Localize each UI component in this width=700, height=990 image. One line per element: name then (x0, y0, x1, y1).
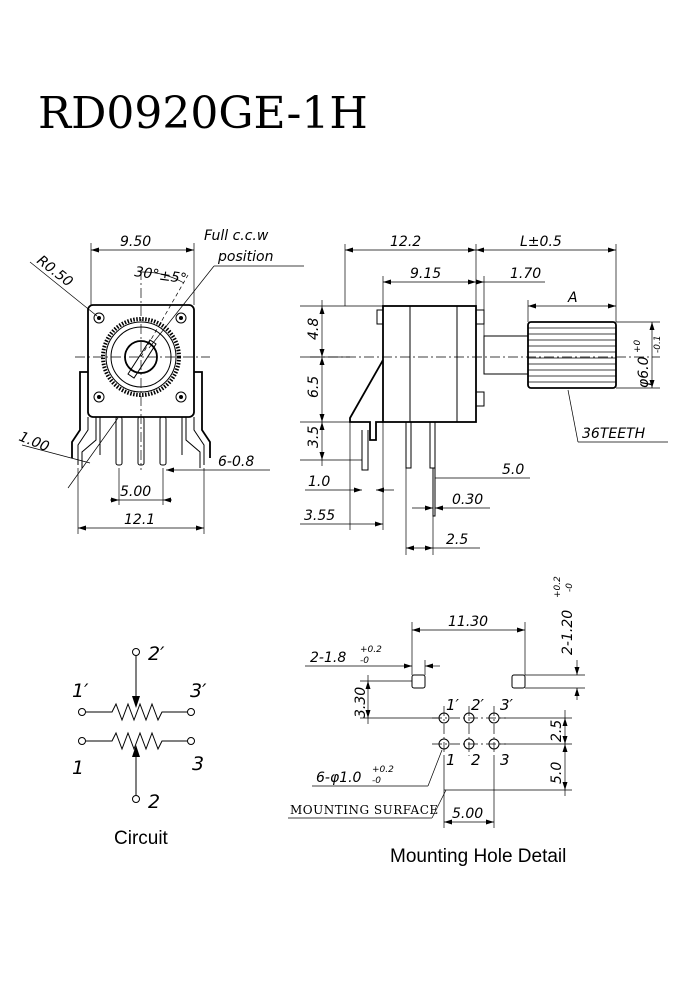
note-ccw-line2: position (217, 249, 273, 265)
dim-mount-holes-tol-minus: -0 (372, 776, 381, 786)
dim-mount-offset: 3.30 (353, 687, 369, 718)
dim-side-knurl: A (567, 290, 578, 306)
dim-mount-slot: 2-1.8 (310, 650, 346, 666)
part-number-title: RD0920GE-1H (38, 88, 368, 139)
circuit-pin-3: 3 (192, 753, 204, 775)
mount-label-1: 1 (446, 751, 456, 769)
dim-mount-slot-width: 2-1.20 (560, 610, 576, 655)
dim-side-height-bottom: 3.5 (306, 426, 322, 448)
circuit-pin-1-prime: 1′ (72, 680, 89, 702)
dim-mount-holes-tol-plus: +0.2 (372, 765, 394, 775)
note-ccw-line1: Full c.c.w (204, 228, 269, 244)
dim-side-pin-len: 5.0 (502, 462, 524, 478)
dim-side-pin-offset: 2.5 (446, 532, 468, 548)
dim-mount-slot-width-tol-minus: -0 (565, 583, 575, 592)
dim-side-shaft-dia-tol-plus: +0 (633, 339, 643, 353)
dim-side-lead-thickness: 1.0 (308, 474, 330, 490)
circuit-pin-3-prime: 3′ (190, 680, 207, 702)
dim-side-shoulder: 1.70 (510, 266, 541, 282)
dim-front-angle: 30°±5° (133, 264, 187, 287)
knurl-teeth (528, 327, 616, 383)
dim-side-shaft-dia-tol-minus: -0.1 (653, 335, 663, 353)
mounting-caption: Mounting Hole Detail (390, 846, 566, 867)
dim-front-overall-width: 12.1 (124, 512, 155, 528)
dim-front-width-top: 9.50 (120, 234, 151, 250)
mounting-hole-detail: 11.30 2-1.8 +0.2 -0 2-1.20 +0.2 -0 3.30 (288, 576, 585, 867)
dim-side-pin-thick: 0.30 (452, 492, 483, 508)
dim-side-bracket-depth: 3.55 (304, 508, 335, 524)
dim-side-shaft-length: L±0.5 (520, 234, 562, 250)
mount-label-2-prime: 2′ (471, 696, 485, 714)
mount-label-3-prime: 3′ (500, 696, 514, 714)
dim-side-height-mid: 6.5 (306, 376, 322, 398)
dim-mount-pin-pitch-v: 5.0 (549, 762, 565, 784)
dim-mount-row-gap: 2.5 (549, 720, 565, 742)
dim-front-pins: 6-0.8 (218, 454, 254, 470)
dim-side-body-length: 12.2 (390, 234, 421, 250)
circuit-diagram: 2′ 1′ 3′ 1 3 2 Circuit (72, 643, 207, 849)
dim-mount-slot-tol-plus: +0.2 (360, 645, 382, 655)
dim-side-height-top: 4.8 (306, 318, 322, 340)
side-view: 12.2 L±0.5 9.15 1.70 A 4.8 6.5 3.5 (300, 234, 668, 555)
mount-label-1-prime: 1′ (446, 696, 460, 714)
front-view: 9.50 R0.50 30°±5° Full c.c.w position 1.… (17, 228, 304, 534)
dim-side-teeth: 36TEETH (582, 426, 646, 442)
circuit-pin-2: 2 (148, 791, 160, 813)
dim-mount-slot-width-tol-plus: +0.2 (553, 576, 563, 598)
dim-mount-slot-tol-minus: -0 (360, 656, 369, 666)
dim-front-pin-spacing: 5.00 (120, 484, 151, 500)
dim-front-radius: R0.50 (34, 253, 76, 291)
circuit-pin-1: 1 (72, 757, 84, 779)
dim-mount-pin-pitch-h: 5.00 (452, 806, 483, 822)
mount-label-2: 2 (471, 751, 481, 769)
dim-side-shaft-dia: φ6.0 (636, 356, 652, 388)
dim-front-bracket: 1.00 (17, 429, 52, 456)
dim-side-body-inner: 9.15 (410, 266, 441, 282)
dim-mount-holes: 6-φ1.0 (316, 770, 362, 786)
circuit-caption: Circuit (114, 828, 169, 849)
mounting-surface-label: MOUNTING SURFACE (290, 803, 439, 817)
dim-mount-span: 11.30 (448, 614, 488, 630)
circuit-pin-2-prime: 2′ (148, 643, 165, 665)
mount-label-3: 3 (500, 751, 510, 769)
